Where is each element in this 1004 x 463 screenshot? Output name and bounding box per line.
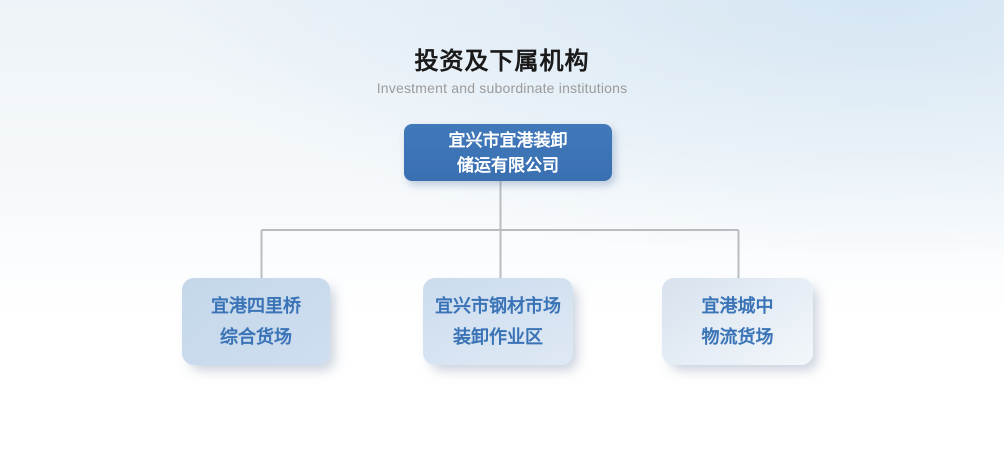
page-title: 投资及下属机构 (414, 48, 590, 75)
page-subtitle: Investment and subordinate institutions (376, 80, 628, 96)
org-node-child-3: 宜港城中 物流货场 (662, 278, 813, 365)
org-node-child-2-label-line1: 宜兴市钢材市场 (435, 295, 561, 316)
org-node-child-2-label-line2: 装卸作业区 (453, 326, 543, 347)
org-node-child-3-label-line2: 物流货场 (701, 326, 774, 347)
org-node-root-label-line1: 宜兴市宜港装卸 (448, 130, 568, 150)
org-node-child-1-label-line2: 综合货场 (220, 326, 292, 347)
org-node-child-1-label-line1: 宜港四里桥 (211, 295, 301, 316)
org-node-root: 宜兴市宜港装卸 储运有限公司 (404, 124, 612, 181)
org-node-child-2: 宜兴市钢材市场 装卸作业区 (423, 278, 573, 365)
org-node-child-3-label-line1: 宜港城中 (701, 295, 774, 316)
connector-path (260, 181, 740, 278)
org-node-root-label-line2: 储运有限公司 (457, 155, 559, 175)
page-header: 投资及下属机构 Investment and subordinate insti… (0, 48, 1004, 96)
org-node-child-1: 宜港四里桥 综合货场 (182, 278, 330, 365)
